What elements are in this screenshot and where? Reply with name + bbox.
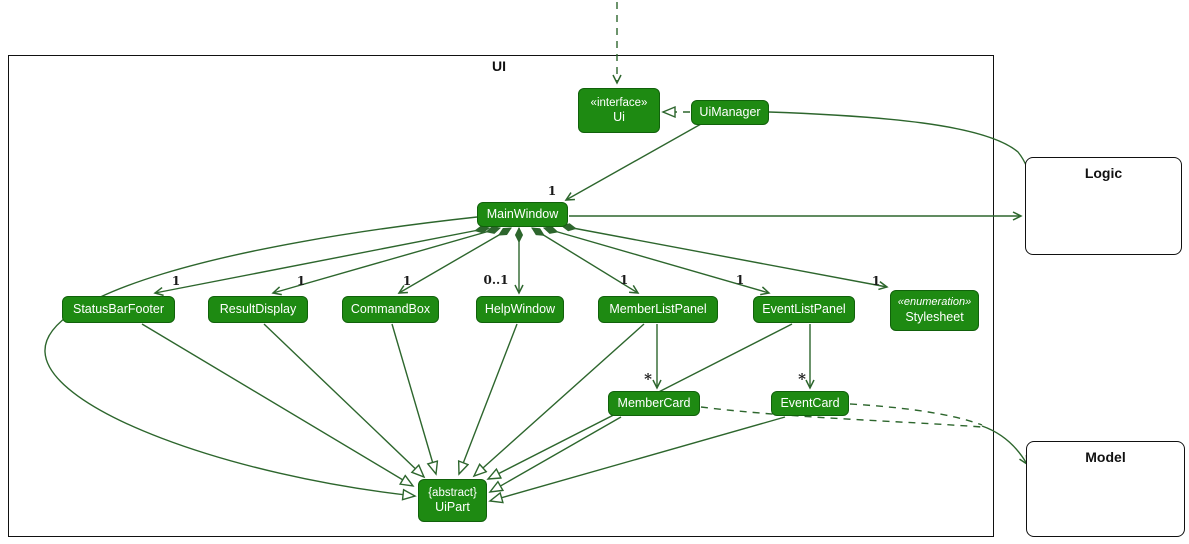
class-eventlistpanel: EventListPanel bbox=[753, 296, 855, 323]
class-uimanager: UiManager bbox=[691, 100, 769, 125]
multiplicity-membercard: * bbox=[644, 370, 652, 388]
logic-label: Logic bbox=[1084, 165, 1123, 181]
uipart-class-name: UiPart bbox=[435, 499, 470, 514]
multiplicity-uimanager-mainwindow: 1 bbox=[547, 184, 557, 198]
component-model: Model bbox=[1026, 441, 1185, 537]
membercard-class-name: MemberCard bbox=[617, 395, 691, 410]
class-memberlistpanel: MemberListPanel bbox=[598, 296, 718, 323]
eventcard-class-name: EventCard bbox=[780, 395, 840, 410]
multiplicity-eventcard: * bbox=[798, 370, 806, 388]
multiplicity-memberlistpanel: 1 bbox=[619, 273, 629, 287]
multiplicity-eventlistpanel: 1 bbox=[735, 273, 745, 287]
class-statusbarfooter: StatusBarFooter bbox=[62, 296, 175, 323]
class-commandbox: CommandBox bbox=[342, 296, 439, 323]
commandbox-class-name: CommandBox bbox=[350, 301, 431, 316]
ui-class-name: Ui bbox=[613, 109, 625, 124]
ui-stereotype: «interface» bbox=[590, 96, 648, 109]
eventlistpanel-class-name: EventListPanel bbox=[762, 301, 846, 316]
component-logic: Logic bbox=[1025, 157, 1182, 255]
mainwindow-class-name: MainWindow bbox=[486, 206, 559, 221]
class-mainwindow: MainWindow bbox=[477, 202, 568, 227]
class-ui-interface: «interface» Ui bbox=[578, 88, 660, 133]
stylesheet-stereotype: «enumeration» bbox=[897, 295, 972, 308]
class-membercard: MemberCard bbox=[608, 391, 700, 416]
ui-package-label: UI bbox=[492, 58, 506, 74]
stylesheet-class-name: Stylesheet bbox=[905, 309, 964, 324]
multiplicity-statusbarfooter: 1 bbox=[171, 274, 181, 288]
uimanager-class-name: UiManager bbox=[699, 104, 761, 119]
model-label: Model bbox=[1085, 449, 1126, 465]
ui-package-frame bbox=[8, 55, 994, 537]
memberlistpanel-class-name: MemberListPanel bbox=[609, 301, 707, 316]
multiplicity-helpwindow: 0..1 bbox=[483, 273, 509, 287]
uipart-abstract-modifier: {abstract} bbox=[428, 486, 477, 499]
multiplicity-stylesheet: 1 bbox=[871, 274, 881, 288]
statusbarfooter-class-name: StatusBarFooter bbox=[72, 301, 164, 316]
helpwindow-class-name: HelpWindow bbox=[484, 301, 556, 316]
class-eventcard: EventCard bbox=[771, 391, 849, 416]
class-stylesheet: «enumeration» Stylesheet bbox=[890, 290, 979, 331]
class-helpwindow: HelpWindow bbox=[476, 296, 564, 323]
class-resultdisplay: ResultDisplay bbox=[208, 296, 308, 323]
class-uipart: {abstract} UiPart bbox=[418, 479, 487, 522]
multiplicity-resultdisplay: 1 bbox=[296, 274, 306, 288]
resultdisplay-class-name: ResultDisplay bbox=[219, 301, 297, 316]
multiplicity-commandbox: 1 bbox=[402, 274, 412, 288]
